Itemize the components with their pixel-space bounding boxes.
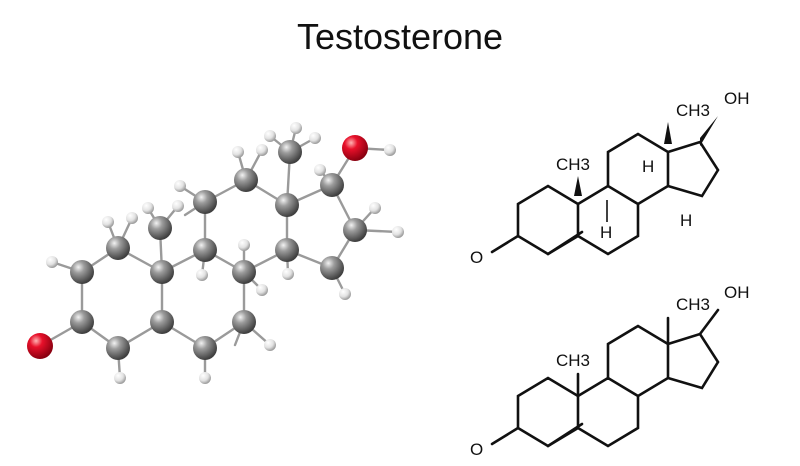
- structure-bonds-stereo: [490, 116, 720, 256]
- hydroxyl-label: OH: [724, 89, 750, 108]
- oxygen-label: O: [470, 248, 483, 267]
- hydrogen-label-2: H: [642, 157, 654, 176]
- methyl-label-2: CH3: [676, 101, 710, 120]
- methyl-label-1: CH3: [556, 155, 590, 174]
- methyl-label-simple-1: CH3: [556, 351, 590, 370]
- structure-bonds-simple: [490, 308, 720, 448]
- hydrogen-label-3: H: [680, 211, 692, 230]
- hydrogen-label-1: H: [600, 223, 612, 242]
- oxygen-atoms: [27, 135, 368, 359]
- oxygen-label-simple: O: [470, 440, 483, 459]
- methyl-label-simple-2: CH3: [676, 295, 710, 314]
- carbon-atoms: [70, 140, 367, 360]
- hydroxyl-label-simple: OH: [724, 283, 750, 302]
- hydrogen-atoms: [46, 122, 404, 384]
- page-title: Testosterone: [296, 16, 504, 57]
